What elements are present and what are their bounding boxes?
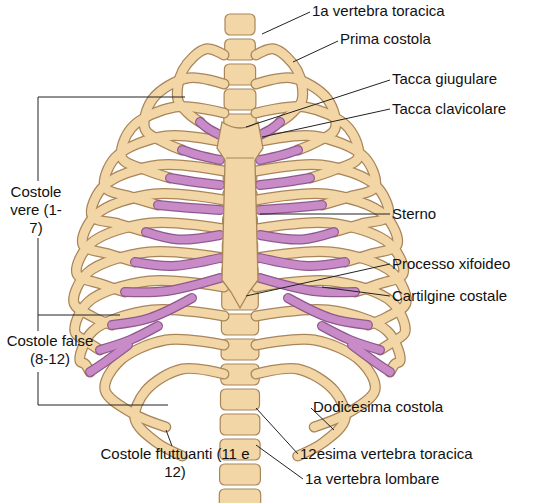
leader-line — [293, 41, 338, 62]
cartilage — [146, 232, 220, 240]
leader-line — [262, 12, 310, 34]
cartilage — [125, 278, 220, 292]
leader-line — [262, 109, 390, 137]
bracket — [38, 315, 39, 331]
sternum — [217, 122, 263, 308]
cartilage-outline — [146, 232, 220, 240]
part-label: Costole false (8-12) — [0, 332, 100, 368]
cartilage — [260, 150, 298, 160]
leader-line — [256, 445, 303, 479]
cartilage-outline — [112, 298, 192, 325]
cartilage — [158, 205, 220, 210]
cartilage-outline — [288, 298, 368, 325]
rib — [135, 368, 224, 456]
part-label: Tacca clavicolare — [392, 100, 506, 118]
part-label: Dodicesima costola — [313, 398, 443, 416]
cartilage-outline — [260, 258, 345, 266]
vertebra — [220, 464, 261, 485]
leader-line — [166, 430, 172, 446]
cartilage — [260, 122, 280, 135]
rib-outline — [135, 368, 224, 456]
vertebra — [225, 14, 255, 35]
cartilage-outline — [135, 258, 220, 266]
cartilage-outline — [125, 278, 220, 292]
bracket — [38, 372, 168, 405]
cartilage-outline — [260, 178, 310, 185]
leader-line — [246, 264, 390, 296]
cartilage — [182, 150, 220, 160]
cartilage — [288, 298, 368, 325]
cartilage-outline — [200, 122, 220, 135]
part-label: Tacca giugulare — [392, 70, 497, 88]
bracket — [38, 97, 185, 181]
costal-cartilage — [90, 122, 390, 372]
cartilage — [135, 258, 220, 266]
part-label: Costole fluttuanti (11 e 12) — [95, 445, 255, 481]
leader-line — [322, 287, 390, 296]
cartilage-outline — [260, 205, 322, 210]
part-label: Costole vere (1-7) — [5, 183, 67, 237]
cartilage — [170, 178, 220, 185]
ribs — [74, 49, 407, 456]
leader-line — [256, 408, 298, 454]
sternal-angle — [226, 158, 254, 159]
cartilage — [260, 232, 334, 240]
cartilage — [260, 205, 322, 210]
vertebra — [221, 389, 260, 410]
vertebra — [224, 89, 256, 110]
leader-line — [246, 80, 390, 127]
vertebra — [225, 39, 256, 60]
cartilage — [112, 298, 192, 325]
cartilage-outline — [260, 122, 280, 135]
part-label: Cartilgine costale — [392, 287, 507, 305]
part-label: 12esima vertebra toracica — [300, 445, 473, 463]
cartilage-outline — [260, 150, 298, 160]
vertebra — [219, 489, 260, 503]
cartilage — [200, 122, 220, 135]
cartilage — [90, 345, 128, 372]
vertebra — [224, 64, 255, 85]
part-label: Processo xifoideo — [392, 255, 510, 273]
cartilage-outline — [182, 150, 220, 160]
bones-layer — [74, 14, 407, 503]
cartilage — [260, 258, 345, 266]
part-label: Prima costola — [340, 30, 431, 48]
part-label: 1a vertebra toracica — [312, 2, 445, 20]
part-label: 1a vertebra lombare — [305, 470, 439, 488]
cartilage-outline — [260, 232, 334, 240]
cartilage-outline — [170, 178, 220, 185]
part-label: Sterno — [392, 205, 436, 223]
leader-line — [260, 214, 390, 215]
cartilage — [352, 345, 390, 372]
cartilage-outline — [158, 205, 220, 210]
bracket — [38, 238, 120, 315]
vertebra — [220, 414, 260, 435]
cartilage — [260, 178, 310, 185]
